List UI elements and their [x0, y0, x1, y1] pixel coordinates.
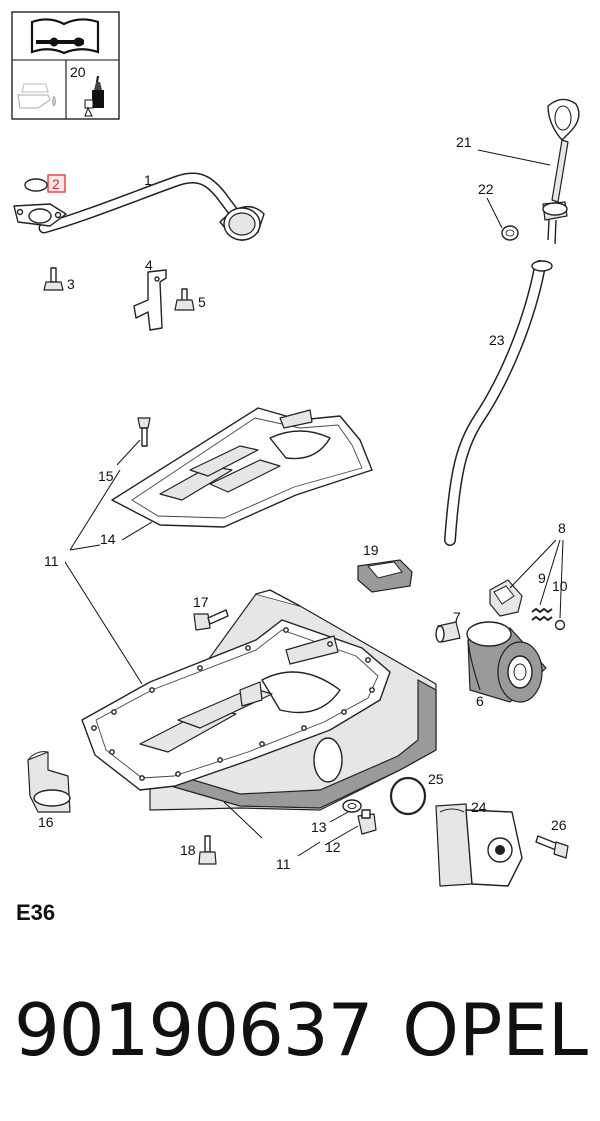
footer: 90190637 OPEL	[0, 985, 600, 1075]
o-ring-seal	[24, 178, 48, 192]
exploded-parts-diagram: 20	[11, 11, 580, 887]
part-number: 90190637	[14, 988, 373, 1072]
legend-tool-label: 20	[70, 64, 86, 80]
callout-label: 11	[44, 553, 59, 569]
callout-label: 4	[145, 257, 153, 273]
oil-drain-icon	[17, 83, 56, 109]
callout-label: 10	[552, 578, 568, 594]
bolt-17	[193, 609, 229, 631]
oil-pan	[81, 589, 437, 811]
support-bracket	[133, 269, 167, 331]
callout-label: 17	[193, 594, 209, 610]
bolt-26	[535, 835, 569, 859]
highlight-callout-box	[47, 174, 66, 193]
oil-pressure-valve	[489, 579, 523, 617]
callout-label: 9	[538, 570, 546, 586]
section-code: E36	[16, 900, 56, 925]
valve-ball	[554, 619, 566, 631]
sealing-ring-25	[389, 776, 427, 816]
valve-spring	[531, 607, 553, 622]
callout-label: 7	[453, 609, 461, 625]
callout-label: 6	[476, 693, 484, 709]
callout-label: 24	[471, 799, 487, 815]
bolt-3	[43, 267, 64, 291]
callout-label: 14	[100, 531, 116, 547]
callout-label: 19	[363, 542, 379, 558]
callout-label-highlighted: 2	[52, 176, 60, 192]
callout-label: 5	[198, 294, 206, 310]
brand-name: OPEL	[402, 988, 588, 1072]
dipstick-seal-ring	[501, 225, 519, 241]
cable-grommet	[27, 751, 71, 813]
drain-plug	[357, 809, 377, 835]
callout-label: 21	[456, 134, 472, 150]
drain-plug-washer	[342, 799, 362, 813]
bolt-5	[174, 288, 195, 311]
legend-box: 20	[11, 11, 120, 120]
callout-label: 11	[276, 856, 291, 872]
oil-cooler-housing	[435, 803, 523, 887]
bolt-15	[137, 417, 151, 447]
callout-label: 23	[489, 332, 505, 348]
callout-label: 12	[325, 839, 341, 855]
bolt-18	[198, 835, 217, 865]
sealant-cartridge-icon	[84, 75, 104, 117]
callout-numbers: 1 2 3 4 5 6 7 8 9 10 11 11 11 12 13 14 1…	[38, 134, 568, 872]
callout-label: 25	[428, 771, 444, 787]
callout-label: 15	[98, 468, 114, 484]
oil-filter	[466, 621, 547, 703]
callout-label: 3	[67, 276, 75, 292]
filter-threaded-nipple	[435, 621, 461, 643]
callout-label: 26	[551, 817, 567, 833]
callout-label: 1	[144, 172, 152, 188]
manual-book-icon	[30, 18, 100, 55]
oil-pickup-tube	[13, 172, 265, 241]
callout-label: 13	[311, 819, 327, 835]
callout-label: 16	[38, 814, 54, 830]
oil-level-sensor-block	[357, 559, 413, 593]
baffle-plate	[111, 407, 373, 528]
callout-label: 8	[558, 520, 566, 536]
dipstick-guide-tube	[444, 260, 553, 546]
oil-dipstick	[542, 98, 580, 245]
leader-lines	[64, 149, 564, 857]
callout-label: 22	[478, 181, 494, 197]
callout-label: 18	[180, 842, 196, 858]
